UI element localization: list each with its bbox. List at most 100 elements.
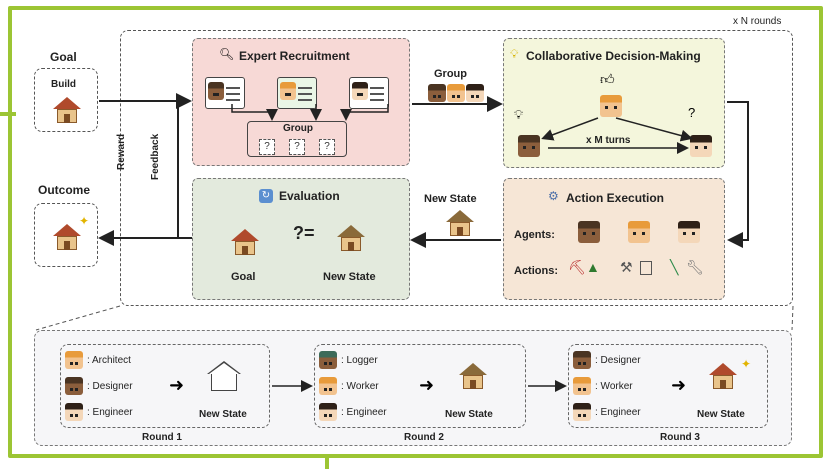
rounds-region — [120, 30, 793, 306]
round-3-role-3: : Engineer — [595, 407, 641, 418]
screwdriver-icon: ╲ — [670, 259, 679, 275]
group-agent-1 — [428, 84, 446, 102]
round-1-box: : Architect : Designer : Engineer ➜ New … — [60, 344, 270, 428]
partial-house-icon — [459, 363, 487, 389]
outline-house-icon — [207, 361, 241, 391]
compare-symbol: ?= — [293, 223, 315, 243]
feedback-loop-line — [177, 101, 192, 239]
round-3-agent-2 — [573, 377, 591, 395]
round-1-agent-2 — [65, 377, 83, 395]
figure-frame — [8, 6, 823, 458]
frame-accent-bottom — [325, 456, 329, 469]
round-3-sparkle-icon: ✦ — [741, 357, 752, 371]
rounds-label: x N rounds — [733, 16, 782, 27]
new-state-label: New State — [424, 193, 477, 205]
agents-label: Agents: — [514, 229, 555, 241]
round-2-agent-1 — [319, 351, 337, 369]
expert-title: Expert Recruitment — [239, 49, 350, 63]
round-2-role-3: : Engineer — [341, 407, 387, 418]
evaluation-goal-label: Goal — [231, 271, 256, 283]
turns-label: x M turns — [586, 135, 631, 146]
round-1-label: Round 1 — [142, 432, 182, 443]
action-agent-1 — [578, 221, 600, 243]
collab-agent-center — [600, 95, 622, 117]
magnifier-icon: 🔍︎ — [219, 47, 235, 61]
expert-card-1 — [205, 77, 245, 109]
round-2-label: Round 2 — [404, 432, 444, 443]
goal-title: Goal — [50, 50, 77, 64]
round-1-role-2: : Designer — [87, 381, 133, 392]
candidate-slot-1: ? — [259, 139, 275, 155]
action-agent-2 — [628, 221, 650, 243]
hammer-icon: ⚒︎ — [620, 259, 633, 275]
group-agent-3 — [466, 84, 484, 102]
tree-icon: ▲ — [586, 259, 600, 275]
round-1-state: New State — [199, 409, 247, 420]
goal-house-icon — [231, 229, 259, 255]
round-2-agent-3 — [319, 403, 337, 421]
thumbs-up-icon: 👍︎ — [600, 71, 615, 87]
rounds-strip — [34, 330, 792, 446]
collab-agent-right — [690, 135, 712, 157]
group-label: Group — [434, 68, 467, 80]
thinking-bubble-icon: ? — [688, 105, 696, 120]
gear-icon: ⚙︎ — [548, 189, 559, 203]
axe-icon: ⛏︎ — [568, 259, 586, 275]
round-3-label: Round 3 — [660, 432, 700, 443]
round-3-box: : Designer : Worker : Engineer ➜ ✦ New S… — [568, 344, 768, 428]
new-state-house-icon — [337, 225, 365, 251]
evaluation-new-state-label: New State — [323, 271, 376, 283]
expert-card-2 — [277, 77, 317, 109]
transition-house-icon — [446, 210, 474, 236]
finished-house-icon — [53, 224, 81, 250]
round-3-arrow-icon: ➜ — [671, 375, 687, 395]
round-2-agent-2 — [319, 377, 337, 395]
expert-recruitment-panel: 🔍︎ Expert Recruitment Group ? ? ? — [192, 38, 410, 166]
lightbulb-icon: 💡︎ — [510, 47, 519, 61]
round-1-agent-3 — [65, 403, 83, 421]
frame-accent-left — [0, 112, 16, 116]
round-2-arrow-icon: ➜ — [419, 375, 435, 395]
action-agent-3 — [678, 221, 700, 243]
round-1-role-3: : Engineer — [87, 407, 133, 418]
evaluation-panel: ↻ Evaluation ?= Goal New State — [192, 178, 410, 300]
idea-bubble-icon: 💡︎ — [514, 107, 524, 122]
goal-box: Build — [34, 68, 98, 132]
candidate-group-box — [247, 121, 347, 157]
round-2-box: : Logger : Worker : Engineer ➜ New State — [314, 344, 526, 428]
collab-panel: 💡︎ Collaborative Decision-Making 👍︎ 💡︎ ?… — [503, 38, 725, 168]
candidate-slot-3: ? — [319, 139, 335, 155]
expert-card-3 — [349, 77, 389, 109]
round-2-role-1: : Logger — [341, 355, 378, 366]
panel-icon — [640, 261, 652, 275]
round-1-arrow-icon: ➜ — [169, 375, 185, 395]
collab-to-action-arrow — [727, 101, 749, 248]
round-3-role-1: : Designer — [595, 355, 641, 366]
outcome-title: Outcome — [38, 183, 91, 197]
round-2-state: New State — [445, 409, 493, 420]
action-execution-panel: ⚙︎ Action Execution Agents: Actions: ⛏︎ … — [503, 178, 725, 300]
action-title: Action Execution — [566, 191, 665, 205]
evaluation-title: Evaluation — [279, 189, 340, 203]
sparkle-icon: ✦ — [79, 214, 90, 228]
outcome-box: ✦ — [34, 203, 98, 267]
refresh-icon: ↻ — [259, 189, 273, 203]
group-agent-2 — [447, 84, 465, 102]
goal-caption: Build — [51, 79, 76, 90]
round-1-agent-1 — [65, 351, 83, 369]
round-1-role-1: : Architect — [87, 355, 131, 366]
collab-title: Collaborative Decision-Making — [526, 49, 701, 63]
round-3-agent-3 — [573, 403, 591, 421]
actions-label: Actions: — [514, 265, 558, 277]
wrench-icon: 🔧︎ — [686, 259, 704, 275]
collab-agent-left — [518, 135, 540, 157]
candidate-slot-2: ? — [289, 139, 305, 155]
round-3-state: New State — [697, 409, 745, 420]
round-3-role-2: : Worker — [595, 381, 633, 392]
complete-house-icon — [709, 363, 737, 389]
expert-group-label: Group — [283, 123, 313, 134]
round-2-role-2: : Worker — [341, 381, 379, 392]
house-icon — [53, 97, 81, 123]
round-3-agent-1 — [573, 351, 591, 369]
